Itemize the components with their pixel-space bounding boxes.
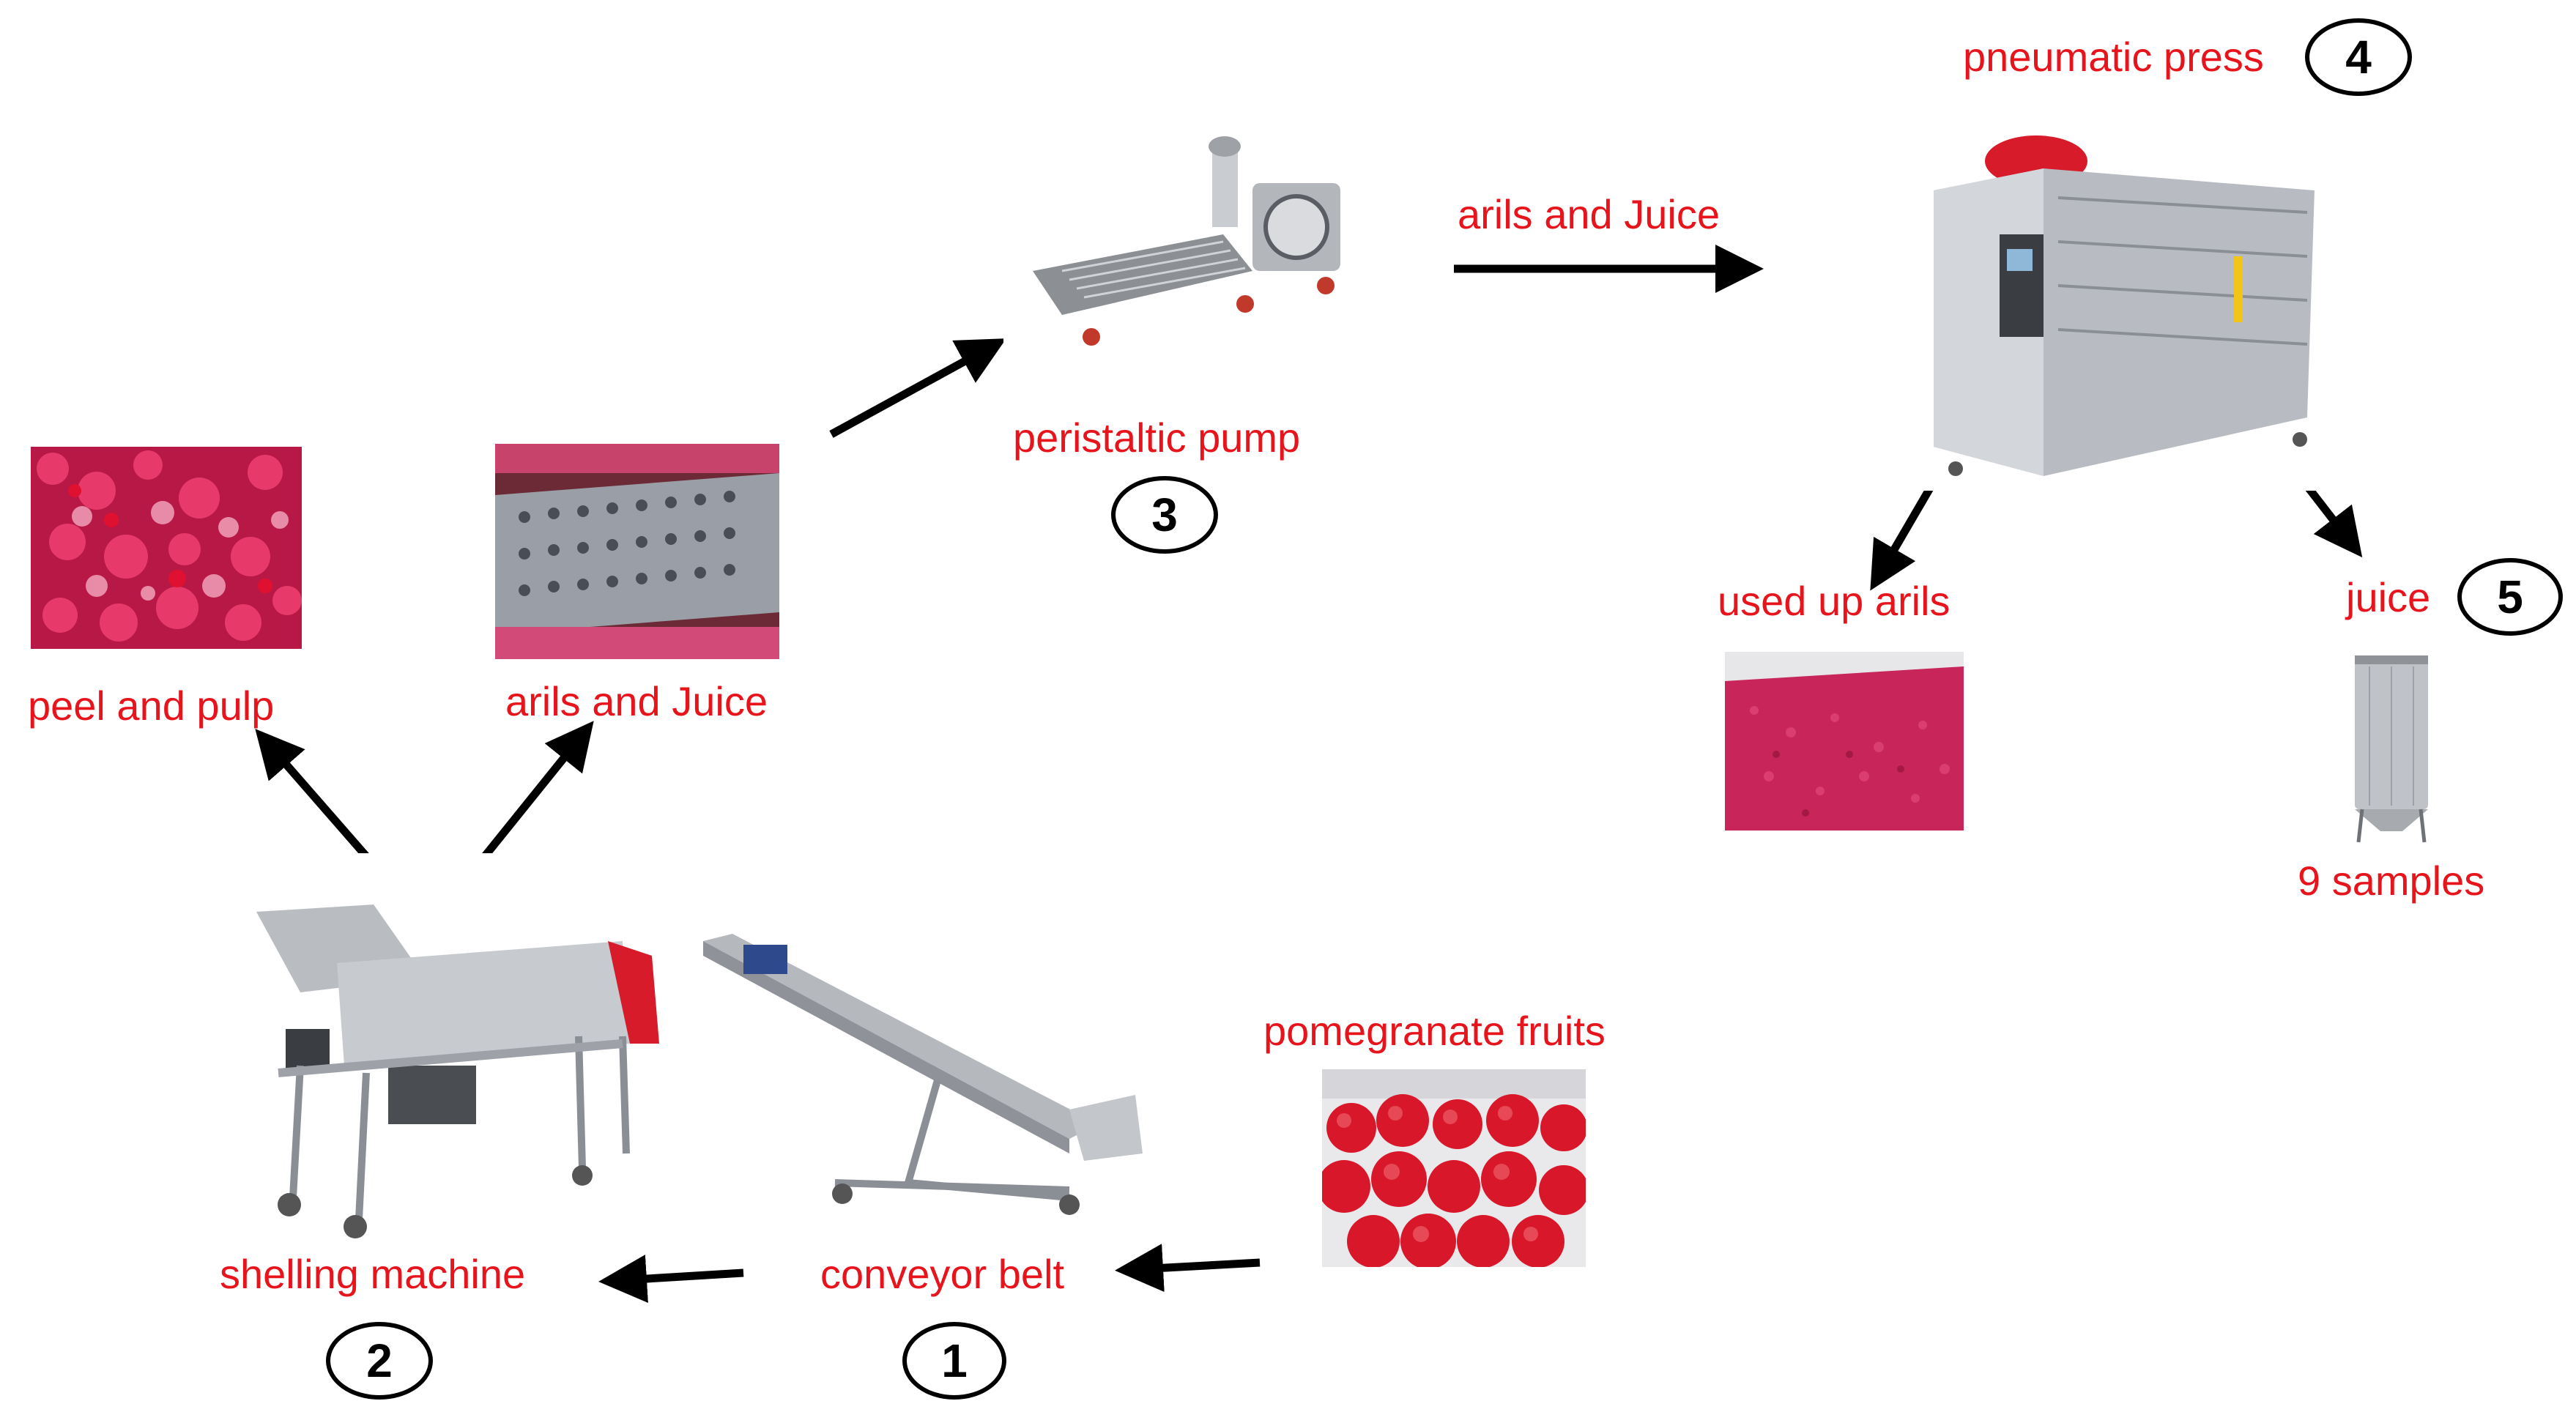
arrow-conveyor-to-sheller: [623, 1273, 743, 1280]
pneumatic-press-photo: [1890, 110, 2336, 491]
arrow-arils-to-pump: [831, 350, 985, 434]
juice-tank-photo: [2344, 648, 2439, 846]
shelling-machine-photo: [212, 853, 681, 1249]
arrow-fruits-to-conveyor: [1139, 1263, 1260, 1269]
label-conveyor-belt: conveyor belt: [820, 1254, 1064, 1295]
peel-and-pulp-photo: [31, 447, 302, 649]
label-peel-and-pulp: peel and pulp: [28, 685, 274, 727]
pomegranate-fruits-photo: [1322, 1069, 1586, 1267]
label-pomegranate-fruits: pomegranate fruits: [1263, 1011, 1606, 1052]
label-pneumatic-press: pneumatic press: [1963, 37, 2264, 78]
used-up-arils-photo: [1725, 652, 1964, 831]
peristaltic-pump-photo: [1003, 117, 1362, 381]
step-number-3: 3: [1111, 476, 1218, 554]
label-shelling-machine: shelling machine: [220, 1254, 525, 1295]
conveyor-belt-photo: [688, 912, 1157, 1234]
label-juice: juice: [2346, 577, 2430, 618]
step-number-4: 4: [2305, 18, 2412, 96]
label-9-samples: 9 samples: [2298, 861, 2484, 902]
label-used-up-arils: used up arils: [1718, 581, 1950, 622]
step-number-5: 5: [2457, 558, 2563, 636]
step-number-1: 1: [902, 1322, 1006, 1400]
label-arils-and-juice-1: arils and Juice: [505, 681, 768, 722]
label-arils-and-juice-2: arils and Juice: [1458, 194, 1720, 235]
arils-and-juice-photo: [495, 444, 779, 659]
step-number-2: 2: [326, 1322, 433, 1400]
label-peristaltic-pump: peristaltic pump: [1013, 417, 1300, 458]
